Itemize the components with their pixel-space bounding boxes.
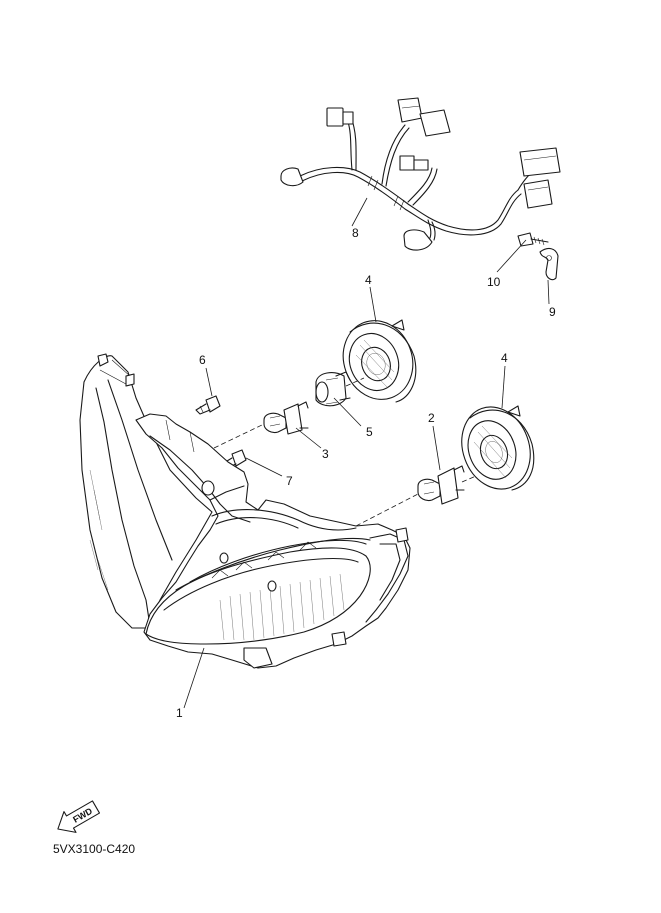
bulb-lower bbox=[417, 465, 465, 505]
callout-2: 2 bbox=[428, 411, 435, 425]
callout-10: 10 bbox=[487, 275, 501, 289]
clip-screw bbox=[517, 232, 549, 247]
callout-1: 1 bbox=[176, 706, 183, 720]
leader-lines bbox=[183, 197, 550, 709]
dust-cover-upper bbox=[342, 319, 417, 403]
callout-7: 7 bbox=[286, 474, 293, 488]
wire-harness bbox=[280, 97, 561, 251]
callout-8: 8 bbox=[352, 226, 359, 240]
assembly-guide-lines bbox=[213, 377, 477, 527]
diagram-code: 5VX3100-C420 bbox=[53, 842, 136, 856]
callout-3: 3 bbox=[322, 447, 329, 461]
dust-cover-lower bbox=[461, 405, 535, 491]
fwd-arrow-icon: FWD bbox=[57, 800, 101, 833]
callout-4-upper: 4 bbox=[365, 273, 372, 287]
harness-clip bbox=[539, 247, 559, 281]
headlight-assembly bbox=[79, 353, 411, 669]
bulb-upper bbox=[263, 401, 309, 435]
callout-4-lower: 4 bbox=[501, 351, 508, 365]
screw-upper bbox=[195, 395, 221, 415]
callout-9: 9 bbox=[549, 305, 556, 319]
callout-5: 5 bbox=[366, 425, 373, 439]
bulb-socket bbox=[315, 371, 351, 407]
callout-6: 6 bbox=[199, 353, 206, 367]
